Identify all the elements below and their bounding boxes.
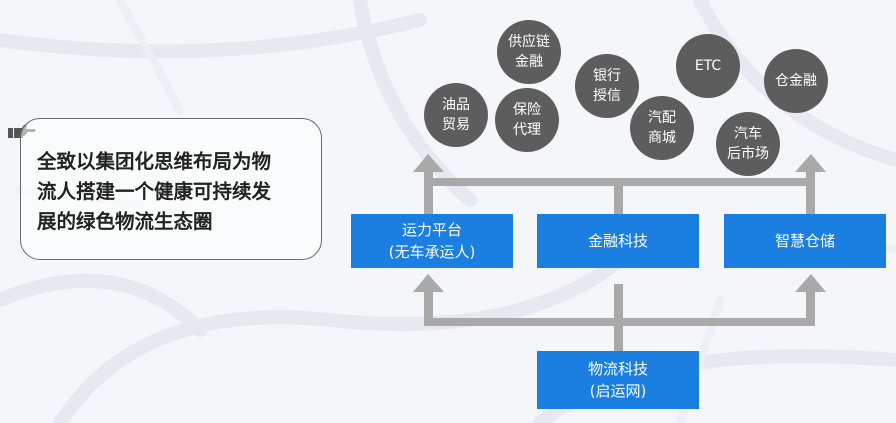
bottom-stem-right — [806, 290, 815, 326]
bubble-warehouse-finance: 仓金融 — [764, 49, 828, 113]
bubble-line: 代理 — [513, 122, 541, 138]
bubble-line: 供应链 — [508, 34, 550, 50]
bubble-line: 汽车 — [734, 126, 762, 142]
bubble-line: 汽配 — [648, 110, 676, 126]
box-smart-warehouse: 智慧仓储 — [724, 214, 886, 268]
bubble-oil-trade: 油品 贸易 — [424, 83, 488, 147]
bubble-bank-credit: 银行 授信 — [575, 54, 639, 118]
bottom-arrow-right — [795, 274, 826, 292]
box-fintech: 金融科技 — [537, 214, 699, 268]
top-stem-left — [424, 170, 433, 215]
box-label: 智慧仓储 — [774, 232, 835, 250]
bubble-line: 商城 — [648, 130, 676, 146]
statement-box: 全致以集团化思维布局为物 流人搭建一个健康可持续发 展的绿色物流生态圈 — [20, 118, 322, 260]
box-sublabel: (无车承运人) — [388, 243, 476, 261]
bubble-line: 银行 — [593, 68, 621, 84]
box-logistics-tech: 物流科技 (启运网) — [537, 351, 699, 409]
bubble-supply-chain-finance: 供应链 金融 — [497, 20, 561, 84]
bubble-insurance-agency: 保险 代理 — [495, 88, 559, 152]
bubble-line: ETC — [694, 58, 722, 74]
box-label: 运力平台 — [401, 221, 462, 239]
bubble-auto-aftermarket: 汽车 后市场 — [716, 112, 780, 176]
top-stem-right — [806, 170, 815, 215]
bubble-line: 保险 — [513, 102, 541, 118]
bubble-auto-parts-mall: 汽配 商城 — [630, 96, 694, 160]
top-arrow-left — [413, 154, 444, 172]
box-sublabel: (启运网) — [589, 382, 647, 400]
bubble-line: 贸易 — [442, 117, 470, 133]
box-label: 物流科技 — [587, 360, 648, 378]
box-transport-platform: 运力平台 (无车承运人) — [351, 214, 513, 268]
bubble-line: 仓金融 — [775, 73, 817, 89]
bubble-line: 授信 — [593, 88, 621, 104]
bubble-line: 后市场 — [727, 146, 769, 162]
bubble-line: 油品 — [442, 97, 470, 113]
box-label: 金融科技 — [587, 232, 648, 250]
bottom-stem-center — [614, 284, 623, 352]
top-arrow-right — [795, 154, 826, 172]
bottom-arrow-left — [413, 274, 444, 292]
statement-text: 全致以集团化思维布局为物 流人搭建一个健康可持续发 展的绿色物流生态圈 — [37, 150, 272, 233]
bubble-etc: ETC — [676, 34, 740, 98]
top-stem-center — [614, 178, 623, 216]
bottom-stem-left — [424, 290, 433, 326]
bubble-line: 金融 — [515, 54, 543, 70]
